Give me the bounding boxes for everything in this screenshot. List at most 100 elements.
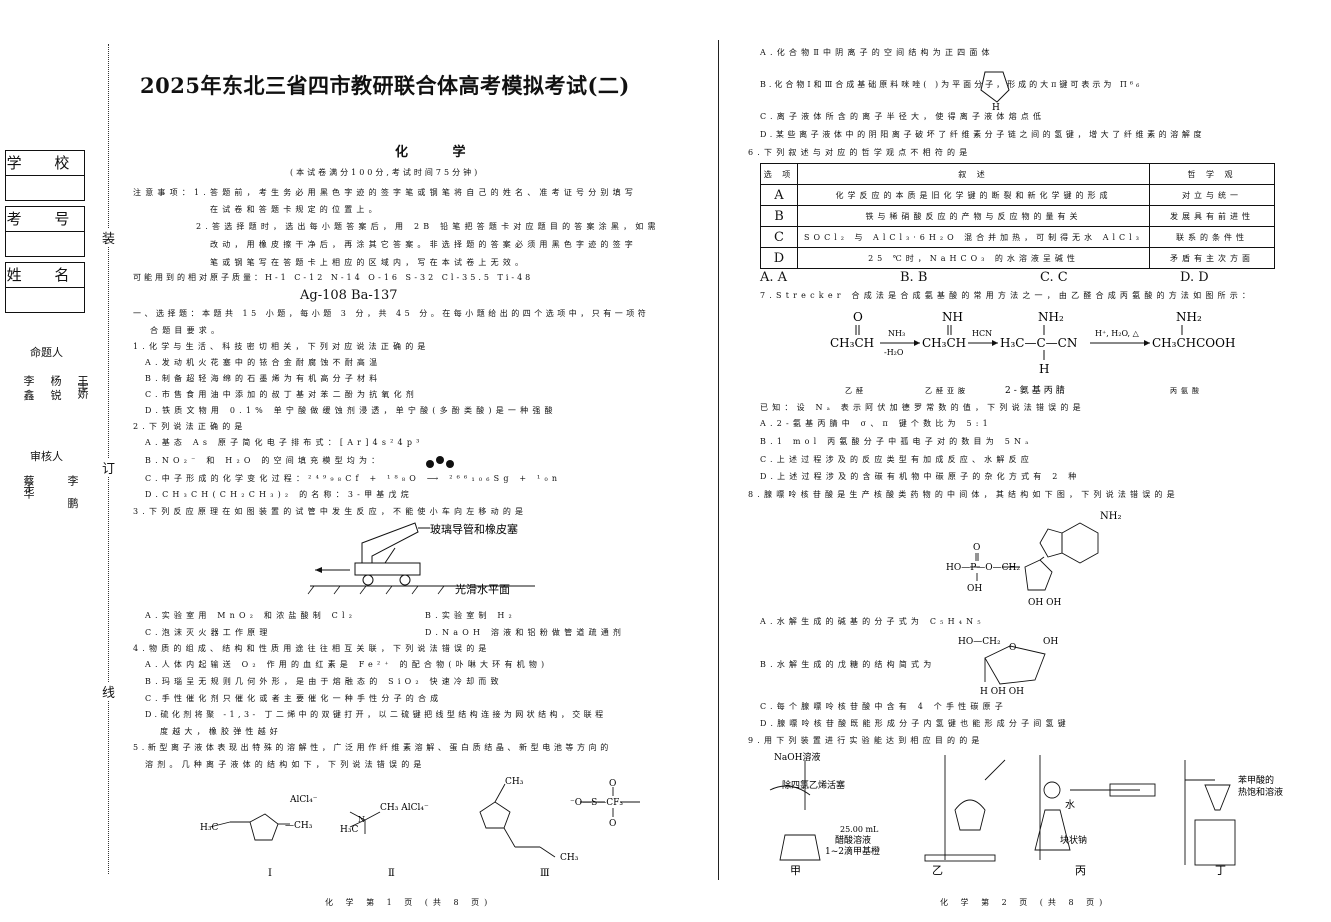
q8-option-d[interactable]: D.腺嘌呤核苷酸既能形成分子内氢键也能形成分子间氢键 <box>760 719 1070 728</box>
apparatus-label: 甲 <box>790 864 801 877</box>
q2-stem: 2.下列说法正确的是 <box>133 422 247 431</box>
q1-stem: 1.化学与生活、科技密切相关，下列对应说法正确的是 <box>133 342 430 351</box>
svg-text:O: O <box>973 543 980 553</box>
reagent: NH₃ <box>888 329 905 338</box>
q2-option-c[interactable]: C.中子形成的化学变化过程：²⁴⁹₉₈Cf + ¹⁸₈O ⟶ ²⁶⁶₁₀₆Sg … <box>145 474 562 483</box>
reagent: H⁺, H₂O, △ <box>1095 329 1140 338</box>
apparatus-label: 丙 <box>1075 864 1086 877</box>
q7-option-a[interactable]: A.2-氨基丙腈中 σ、π 键个数比为 5:1 <box>760 419 992 428</box>
q4-option-c[interactable]: C.手性催化剂只催化或者主要催化一种手性分子的合成 <box>145 694 443 703</box>
binding-char: 线 <box>102 682 116 701</box>
compound-name: 乙醛亚胺 <box>925 386 969 395</box>
authors-label: 命题人 <box>30 346 63 359</box>
q5-option-b[interactable]: B.化合物Ⅰ和Ⅲ合成基础原料咪唑( )为平面分子，形成的大π键可表示为 Π⁶₆ <box>760 80 1143 89</box>
fig-annotation: 苯甲酸的 <box>1238 774 1274 786</box>
name-field[interactable]: 姓 名 <box>5 262 85 313</box>
q1-option-c[interactable]: C.市售食用油中添加的叔丁基对苯二酚为抗氧化剂 <box>145 390 418 399</box>
q6-option-d[interactable]: D. D <box>1180 270 1209 285</box>
header-cell: 选 项 <box>760 163 798 185</box>
q6-option-c[interactable]: C. C <box>1040 270 1068 285</box>
q1-option-d[interactable]: D.铁质文物用 0.1% 单宁酸做缓蚀剂浸透，单宁酸(多酚类酸)是一种强酸 <box>145 406 557 415</box>
svg-text:CH₃CHCOOH: CH₃CHCOOH <box>1152 336 1235 350</box>
cell: A <box>760 184 798 206</box>
svg-text:NH₂: NH₂ <box>1038 310 1064 324</box>
q3-option-a[interactable]: A.实验室用 MnO₂ 和浓盐酸制 Cl₂ <box>145 611 357 620</box>
reviewer: 蔡 子 华 <box>22 475 35 495</box>
binding-char: 装 <box>102 228 116 247</box>
section-heading: 一、选择题：本题共 15 小题，每小题 3 分，共 45 分。在每小题给出的四个… <box>133 309 650 318</box>
table-header-row: 选 项叙 述哲 学 观 <box>760 163 1275 185</box>
school-field[interactable]: 学 校 <box>5 150 85 201</box>
structure-label: Ⅱ <box>388 868 395 879</box>
svg-text:OH: OH <box>967 584 982 594</box>
q7-option-b[interactable]: B.1 mol 丙氨酸分子中孤电子对的数目为 5Nₐ <box>760 437 1033 446</box>
q1-option-b[interactable]: B.制备超轻海绵的石墨烯为有机高分子材料 <box>145 374 382 383</box>
q5-option-d[interactable]: D.某些离子液体中的阴阳离子破坏了纤维素分子链之间的氢键，增大了纤维素的溶解度 <box>760 130 1206 139</box>
cell: C <box>760 226 798 248</box>
svg-text:H: H <box>992 103 1000 110</box>
page-divider <box>718 40 719 880</box>
cell: 矛盾有主次方面 <box>1149 247 1275 269</box>
svg-text:HO—P—O—CH₂: HO—P—O—CH₂ <box>946 563 1020 573</box>
note-line: 在试卷和答题卡规定的位置上。 <box>210 205 381 214</box>
reagent: -H₂O <box>884 348 904 357</box>
compound-name: 丙氨酸 <box>1170 386 1203 395</box>
fig-annotation: 1~2滴甲基橙 <box>825 845 880 857</box>
q4-option-b[interactable]: B.玛瑙呈无规则几何外形，是由于熔融态的 SiO₂ 快速冷却而致 <box>145 677 503 686</box>
section-heading-2: 合题目要求。 <box>150 326 224 335</box>
svg-text:H₃C: H₃C <box>340 825 358 835</box>
q8-option-c[interactable]: C.每个腺嘌呤核苷酸中含有 4 个手性碳原子 <box>760 702 1007 711</box>
svg-text:O: O <box>853 310 863 324</box>
q7-option-c[interactable]: C.上述过程涉及的反应类型有加成反应、水解反应 <box>760 455 1033 464</box>
q2-option-b[interactable]: B.NO₂⁻ 和 H₂O 的空间填充模型均为： <box>145 456 384 465</box>
header-cell: 哲 学 观 <box>1149 163 1275 185</box>
note-line: 笔或钢笔写在答题卡上相应的区域内，写在本试卷上无效。 <box>210 258 528 267</box>
svg-text:H₃C—C—CN: H₃C—C—CN <box>1000 336 1077 350</box>
q7-option-d[interactable]: D.上述过程涉及的含碳有机物中碳原子的杂化方式有 2 种 <box>760 472 1081 481</box>
cell: 发展具有前进性 <box>1149 205 1275 227</box>
fig-annotation: 热饱和溶液 <box>1238 786 1283 798</box>
cell: 铁与稀硝酸反应的产物与反应物的量有关 <box>797 205 1150 227</box>
q3-stem: 3.下列反应原理在如图装置的试管中发生反应，不能使小车向左移动的是 <box>133 507 528 516</box>
q3-option-b[interactable]: B.实验室制 H₂ <box>425 611 516 620</box>
q5-option-c[interactable]: C.离子液体所含的离子半径大，使得离子液体熔点低 <box>760 112 1046 121</box>
cell: SOCl₂ 与 AlCl₃·6H₂O 混合并加热，可制得无水 AlCl₃ <box>797 226 1150 248</box>
q1-option-a[interactable]: A.发动机火花塞中的铱合金耐腐蚀不耐高温 <box>145 358 382 367</box>
svg-text:O: O <box>609 779 616 789</box>
compound-name: 2-氨基丙腈 <box>1005 384 1068 396</box>
cell: 对立与统一 <box>1149 184 1275 206</box>
svg-text:N: N <box>358 815 365 824</box>
atomic-masses-2: Ag-108 Ba-137 <box>300 288 398 303</box>
reviewers-label: 审核人 <box>30 450 63 463</box>
compound-name: 乙醛 <box>845 386 867 395</box>
svg-text:NH₂: NH₂ <box>1100 511 1121 522</box>
q8-option-a[interactable]: A.水解生成的碱基的分子式为 C₅H₄N₅ <box>760 617 985 626</box>
svg-text:NH₂: NH₂ <box>1176 310 1202 324</box>
atomic-masses: 可能用到的相对原子质量：H-1 C-12 N-14 O-16 S-32 Cl-3… <box>133 273 534 282</box>
q8-option-b[interactable]: B.水解生成的戊糖的结构简式为 <box>760 660 936 669</box>
q2-option-d[interactable]: D.CH₃CH(CH₂CH₃)₂ 的名称：3-甲基戊烷 <box>145 490 413 499</box>
q6-option-a[interactable]: A. A <box>760 270 788 285</box>
field-label: 学 校 <box>6 151 84 176</box>
q3-option-d[interactable]: D.NaOH 溶液和铝粉做管道疏通剂 <box>425 628 626 637</box>
q6-option-b[interactable]: B. B <box>900 270 928 285</box>
q5-option-a[interactable]: A.化合物Ⅱ中阴离子的空间结构为正四面体 <box>760 48 994 57</box>
svg-text:H₃C: H₃C <box>200 823 218 833</box>
exam-title: 2025年东北三省四市教研联合体高考模拟考试(二) <box>140 73 630 98</box>
exam-number-field[interactable]: 考 号 <box>5 206 85 257</box>
q4-option-a[interactable]: A.人体内起输送 O₂ 作用的血红素是 Fe²⁺ 的配合物(卟啉大环有机物) <box>145 660 549 669</box>
q7-stem: 7.Strecker 合成法是合成氨基酸的常用方法之一，由乙醛合成丙氨酸的方法如… <box>760 291 1255 300</box>
structure-label: Ⅲ <box>540 868 550 879</box>
svg-text:CH₃: CH₃ <box>560 853 579 863</box>
q4-option-d[interactable]: D.硫化剂将聚 -1,3- 丁二烯中的双键打开，以二硫键把线型结构连接为网状结构… <box>145 710 607 719</box>
q6-stem: 6.下列叙述与对应的哲学观点不相符的是 <box>748 148 972 157</box>
q3-option-c[interactable]: C.泡沫灭火器工作原理 <box>145 628 272 637</box>
fig-annotation: 25.00 mL <box>840 825 879 834</box>
cell: 化学反应的本质是旧化学键的断裂和新化学键的形成 <box>797 184 1150 206</box>
q2-option-a[interactable]: A.基态 As 原子简化电子排布式：[Ar]4s²4p³ <box>145 438 424 447</box>
svg-text:CH₃CH: CH₃CH <box>922 336 966 350</box>
svg-text:O: O <box>609 819 616 829</box>
